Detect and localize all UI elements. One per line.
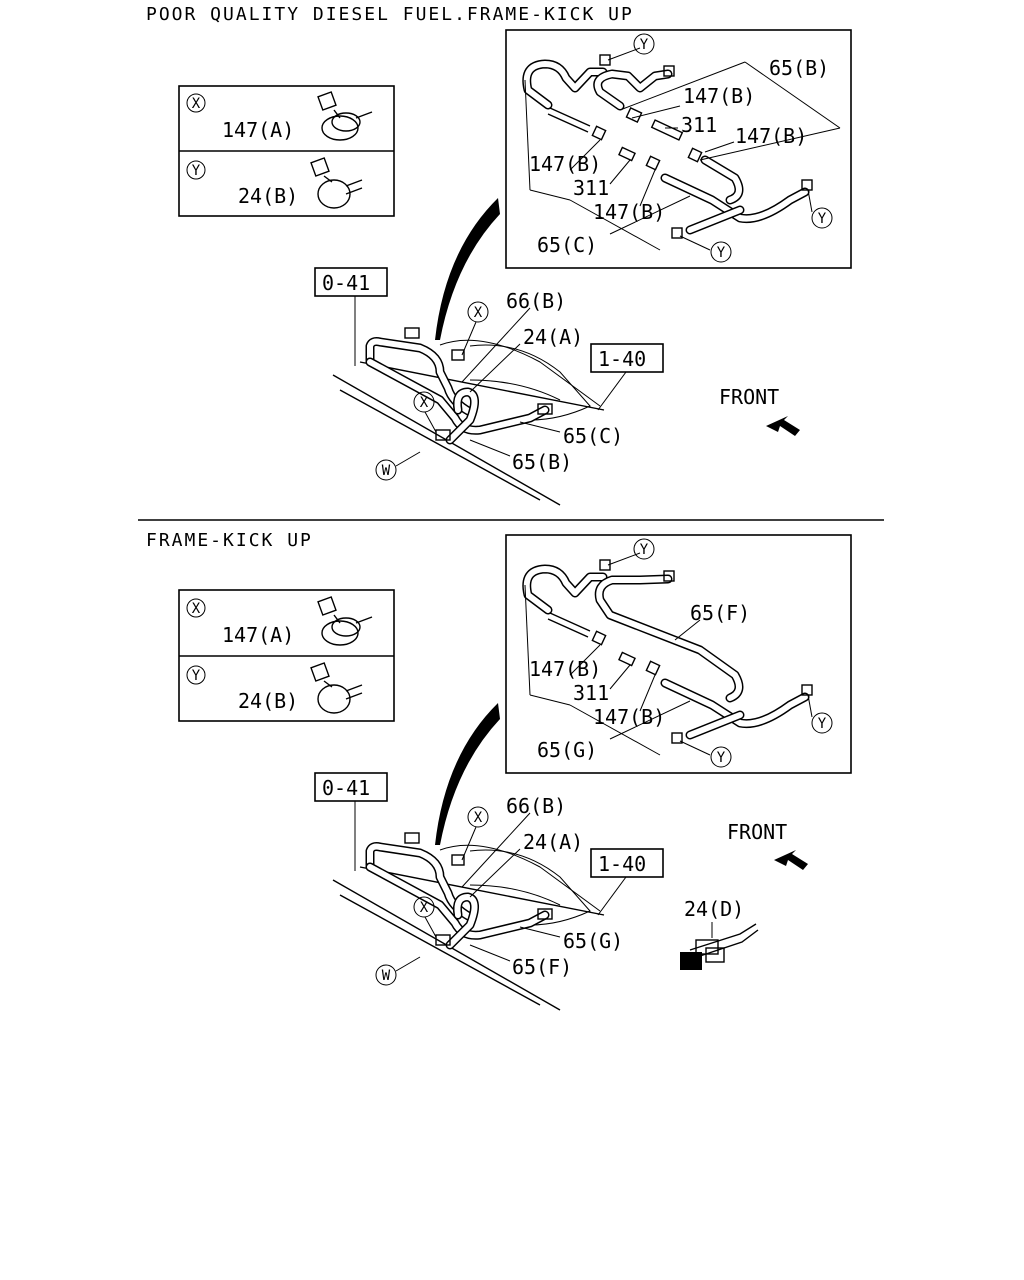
detail-147b-d: 147(B)	[593, 200, 665, 224]
callout-wedge	[435, 703, 500, 845]
legend-part-147a: 147(A)	[222, 118, 294, 142]
callout-wedge	[435, 198, 500, 340]
section-1-title: POOR QUALITY DIESEL FUEL.FRAME-KICK UP	[146, 4, 634, 25]
clamp-icon	[310, 157, 363, 209]
detail-311-b: 311	[573, 681, 609, 705]
front-indicator-1: FRONT	[719, 385, 800, 436]
legend-mark-y: Y	[192, 668, 201, 684]
detail-mark-y: Y	[818, 716, 827, 732]
front-label: FRONT	[719, 385, 779, 409]
legend-mark-x: X	[192, 601, 201, 617]
ref-0-41: 0-41	[322, 271, 370, 295]
mark-w: W	[382, 968, 391, 984]
front-label: FRONT	[727, 820, 787, 844]
clamp-icon	[310, 662, 363, 714]
part-65b: 65(B)	[512, 450, 572, 474]
mark-x: X	[474, 305, 483, 321]
section-1: POOR QUALITY DIESEL FUEL.FRAME-KICK UP X…	[146, 4, 852, 506]
detail-147b-c: 147(B)	[529, 657, 601, 681]
detail-65f: 65(F)	[690, 601, 750, 625]
main-drawing-2: 0-41 1-40	[314, 772, 664, 1011]
part-66b: 66(B)	[506, 794, 566, 818]
detail-311-b: 311	[573, 176, 609, 200]
detail-box-2: 65(F) 147(B) 311 147(B) 65(G) Y Y Y	[505, 534, 852, 774]
detail-box-1: 65(B) 147(B) 311 147(B) 147(B) 311 147(B…	[505, 29, 852, 269]
detail-65c: 65(C)	[537, 233, 597, 257]
front-arrow-icon	[766, 416, 800, 436]
front-indicator-2: FRONT	[727, 820, 808, 870]
detail-147b-a: 147(B)	[683, 84, 755, 108]
detail-mark-y: Y	[717, 245, 726, 261]
front-arrow-icon	[774, 850, 808, 870]
mark-x: X	[420, 395, 429, 411]
detail-mark-y: Y	[818, 211, 827, 227]
detail-mark-y: Y	[717, 750, 726, 766]
mark-x: X	[474, 810, 483, 826]
detail-mark-y: Y	[640, 542, 649, 558]
legend-box-2: X 147(A) Y 24(B)	[178, 589, 395, 722]
legend-part-24b: 24(B)	[238, 184, 298, 208]
detail-311-a: 311	[681, 113, 717, 137]
clamp-icon	[317, 91, 373, 141]
ref-1-40: 1-40	[598, 347, 646, 371]
legend-mark-y: Y	[192, 163, 201, 179]
detail-147b-c: 147(B)	[529, 152, 601, 176]
detail-147b-b: 147(B)	[735, 124, 807, 148]
main-drawing-1: 0-41 1-40	[314, 267, 664, 506]
ref-1-40: 1-40	[598, 852, 646, 876]
part-24d: 24(D)	[684, 897, 744, 921]
section-2: FRAME-KICK UP X 147(A) Y 24(B)	[146, 530, 852, 1011]
legend-mark-x: X	[192, 96, 201, 112]
detail-65b: 65(B)	[769, 56, 829, 80]
legend-part-24b: 24(B)	[238, 689, 298, 713]
detail-65g: 65(G)	[537, 738, 597, 762]
section-2-title: FRAME-KICK UP	[146, 530, 313, 551]
mark-w: W	[382, 463, 391, 479]
mark-x: X	[420, 900, 429, 916]
clamp-icon	[317, 596, 373, 646]
detail-147b-d: 147(B)	[593, 705, 665, 729]
connector-24d: 24(D)	[680, 897, 759, 970]
part-24a: 24(A)	[523, 830, 583, 854]
ref-0-41: 0-41	[322, 776, 370, 800]
part-65f: 65(F)	[512, 955, 572, 979]
part-24a: 24(A)	[523, 325, 583, 349]
detail-mark-y: Y	[640, 37, 649, 53]
part-65c: 65(C)	[563, 424, 623, 448]
legend-part-147a: 147(A)	[222, 623, 294, 647]
part-66b: 66(B)	[506, 289, 566, 313]
part-65g: 65(G)	[563, 929, 623, 953]
legend-box-1: X 147(A) Y 24(B)	[178, 85, 395, 217]
